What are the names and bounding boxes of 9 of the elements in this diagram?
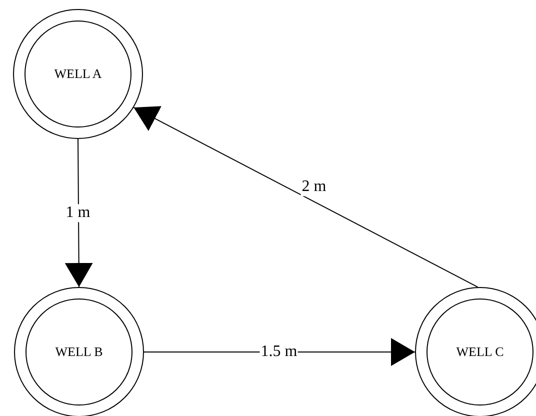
- arrow: [64, 138, 93, 288]
- node-label: WELL B: [55, 344, 103, 360]
- edge-label: 2 m: [300, 178, 328, 196]
- arrow: [133, 106, 478, 288]
- double-circle-node: [13, 9, 143, 139]
- arrow: [144, 338, 416, 366]
- node-label: WELL A: [54, 66, 102, 82]
- edge-label: 1 m: [64, 204, 92, 222]
- node-label: WELL C: [456, 344, 504, 360]
